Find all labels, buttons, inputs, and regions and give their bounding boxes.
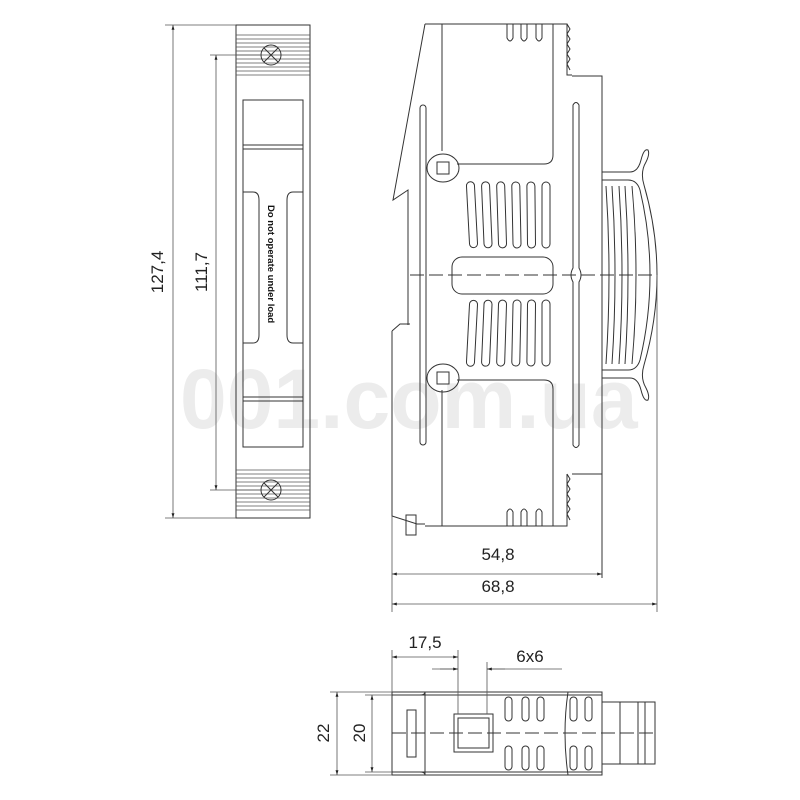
vent-slot	[520, 24, 528, 42]
vent-slot	[541, 181, 551, 249]
vent-slot	[465, 181, 479, 249]
upper-screw-icon	[426, 153, 460, 183]
top-terminal-ribs	[236, 34, 310, 76]
top-vent-slots	[506, 24, 543, 526]
vent-slot	[584, 696, 593, 722]
vent-slot	[504, 745, 513, 771]
fuse-window	[242, 99, 304, 448]
watermark: 001.com.ua	[180, 352, 639, 446]
vent-slot	[496, 181, 508, 249]
dim-total-depth: 68,8	[481, 577, 514, 596]
dim-overall-height: 127,4	[148, 251, 167, 294]
front-view: Do not operate under load 127,4 111,7	[148, 24, 311, 519]
dim-square-drive: 6x6	[516, 647, 543, 666]
vent-slot	[465, 299, 479, 367]
vent-slot	[535, 508, 543, 526]
warning-label: Do not operate under load	[265, 205, 276, 323]
vent-slot	[504, 696, 513, 722]
vent-slot	[541, 299, 551, 367]
vent-slot	[526, 299, 537, 367]
vent-slot	[569, 696, 578, 722]
dim-screw-pitch: 111,7	[192, 252, 211, 292]
vent-slot	[506, 508, 514, 526]
vent-slot	[481, 181, 493, 249]
vent-slot	[521, 696, 530, 722]
dim-body-depth: 54,8	[481, 545, 514, 564]
vent-slot	[584, 745, 593, 771]
dim-screw-offset: 17,5	[408, 633, 441, 652]
vent-slot	[535, 24, 543, 42]
side-view: 54,8 68,8	[391, 23, 658, 612]
vent-slot	[496, 299, 508, 367]
bottom-view: 22 20 17,5 6x6	[314, 633, 656, 776]
bottom-vent-slots	[504, 696, 593, 771]
center-window	[451, 256, 554, 295]
vent-slot	[506, 24, 514, 42]
vent-slot	[536, 745, 545, 771]
vent-slot	[526, 181, 537, 249]
vent-slot	[511, 299, 522, 367]
right-rail	[570, 102, 582, 448]
dim-outer-width: 22	[314, 724, 333, 743]
dim-inner-width: 20	[350, 724, 369, 743]
lower-screw-icon	[426, 363, 460, 393]
side-slot	[406, 709, 417, 758]
vent-slot	[511, 181, 522, 249]
vent-slot	[536, 696, 545, 722]
vent-slots	[465, 181, 551, 367]
vent-slot	[481, 299, 493, 367]
vent-slot	[520, 508, 528, 526]
vent-slot	[569, 745, 578, 771]
vent-slot	[521, 745, 530, 771]
